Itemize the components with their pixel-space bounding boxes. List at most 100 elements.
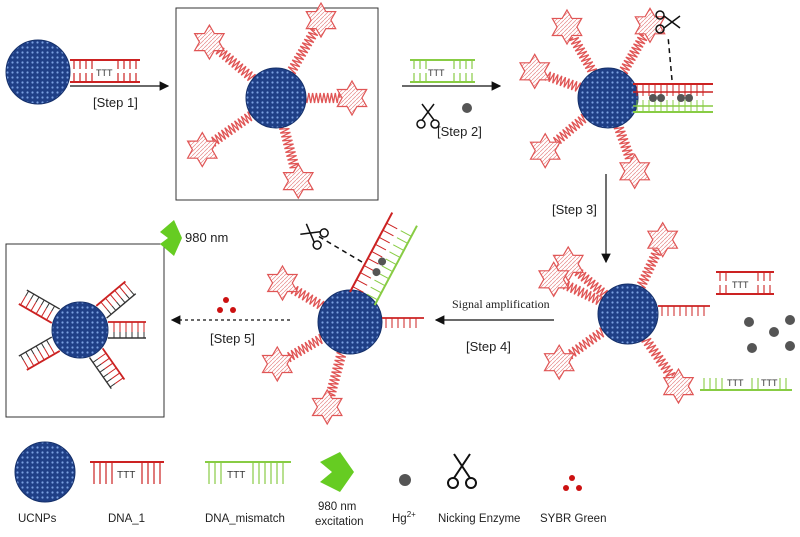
step1-arrow: [Step 1] (70, 81, 170, 110)
cut-site-line (667, 35, 673, 81)
step4-label: [Step 4] (466, 339, 511, 354)
legend-hg-icon (399, 474, 411, 486)
step5-arrow: [Step 5] (170, 297, 290, 346)
final-result-box (5, 243, 165, 418)
step5-label: [Step 5] (210, 331, 255, 346)
linker-spring (637, 248, 662, 289)
linker-spring (641, 337, 676, 378)
quencher-star (551, 8, 583, 46)
step1-result-box (175, 7, 379, 201)
quencher-star (518, 53, 551, 90)
quencher-star (266, 264, 299, 302)
ucnp-core (245, 67, 307, 129)
ucnp-core (317, 289, 383, 355)
scissors-icon (416, 103, 440, 129)
hybridized-duplex (633, 83, 713, 113)
linker-spring (544, 71, 582, 92)
functionalized-ucnp-2 (518, 7, 666, 190)
free-mismatch-ttt-left: TTT (727, 378, 744, 388)
linker-spring (211, 111, 253, 147)
linker-spring (287, 333, 323, 363)
legend-mismatch-label: DNA_mismatch (205, 513, 285, 525)
quencher-star (529, 132, 561, 169)
linker-spring (562, 280, 603, 305)
step3-label: [Step 3] (552, 202, 597, 217)
functionalized-ucnp-4 (261, 264, 424, 426)
mismatch-ttt-label: TTT (428, 68, 445, 78)
quencher-star (193, 23, 226, 61)
hg-ion-icon (462, 103, 472, 113)
legend-dna1-label: DNA_1 (108, 513, 145, 525)
legend-sybr-label: SYBR Green (540, 513, 606, 525)
functionalized-ucnp-3 (537, 221, 710, 405)
step4-arrow: Signal amplification [Step 4] (434, 297, 554, 354)
linker-spring (287, 28, 319, 75)
legend: UCNPs TTT DNA_1 TTT DNA_mismatch (14, 441, 606, 528)
dsdna-arm (18, 289, 61, 324)
legend-dna1-ttt: TTT (117, 470, 135, 481)
quencher-star (618, 153, 651, 190)
quencher-star (336, 79, 368, 117)
legend-excitation-line1: 980 nm (318, 501, 356, 513)
mismatch-rungs (413, 60, 473, 82)
linker-spring (568, 327, 605, 360)
quencher-star (261, 345, 294, 383)
quencher-star (646, 221, 679, 258)
quencher-star (186, 131, 219, 168)
quencher-star (662, 367, 695, 405)
legend-excitation-icon (320, 452, 354, 492)
legend-ucnp-icon (14, 441, 76, 503)
dsdna-arm (95, 280, 137, 319)
step2-label: [Step 2] (437, 124, 482, 139)
free-hg-ions (744, 315, 795, 353)
quencher-star (282, 162, 315, 200)
linker-spring (326, 351, 347, 397)
excitation-label: 980 nm (185, 230, 228, 245)
linker-spring (305, 92, 341, 104)
ucnp-core (577, 67, 639, 129)
quencher-star (543, 344, 575, 381)
scissors-cut-icon-2 (300, 223, 329, 250)
final-ucnp-with-dsdna (18, 280, 146, 390)
legend-mismatch-icon: TTT (205, 461, 291, 484)
excitation-arrow-icon (160, 220, 182, 256)
dsdna-arm (18, 336, 61, 371)
dna1-probe: TTT (70, 59, 140, 83)
free-mismatch-ttt-right: TTT (761, 378, 778, 388)
released-dna1: TTT (716, 271, 774, 295)
step1-source: TTT (5, 39, 140, 105)
linker-spring (574, 269, 609, 298)
linker-spring (278, 126, 300, 171)
legend-hg-label: Hg2+ (392, 510, 416, 525)
ucnp-core (51, 301, 109, 359)
step2-arrow: TTT [Step 2] (402, 59, 502, 139)
dna-mismatch-probe: TTT (410, 59, 475, 83)
quencher-star (305, 1, 337, 39)
dsdna-arm (108, 321, 146, 339)
legend-dna1-icon: TTT (90, 461, 164, 484)
step3-arrow: [Step 3] (552, 174, 611, 264)
quencher-star (311, 388, 343, 426)
dna1-rungs (73, 60, 137, 82)
legend-scissors-icon (447, 453, 477, 489)
ucnp-core (597, 283, 659, 345)
linker-spring (552, 113, 587, 147)
linker-spring (290, 285, 325, 310)
linker-spring (613, 125, 636, 161)
step1-label: [Step 1] (93, 95, 138, 110)
dna1-ttt-label: TTT (96, 68, 113, 78)
released-mismatch: TTT TTT (700, 378, 792, 391)
scissors-cut-icon (655, 10, 681, 34)
legend-excitation-line2: excitation (315, 516, 364, 528)
ucnp-particle (5, 39, 71, 105)
cut-site-line-2 (317, 235, 363, 263)
linker-spring (215, 47, 256, 82)
dsdna-arm (88, 347, 126, 390)
quencher-star (537, 261, 570, 298)
legend-mismatch-ttt: TTT (227, 470, 245, 481)
linker-spring (568, 36, 598, 73)
linker-spring (619, 33, 648, 75)
tilted-duplex (349, 212, 418, 306)
released-ttt-label: TTT (732, 280, 749, 290)
